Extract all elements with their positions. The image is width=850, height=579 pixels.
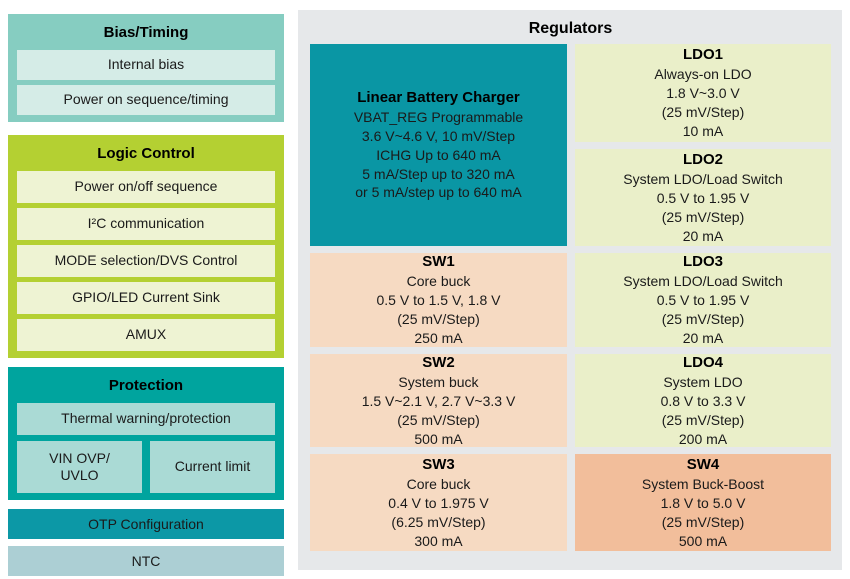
block-title: LDO1 xyxy=(682,46,723,64)
block-line: 1.8 V~3.0 V xyxy=(666,85,740,102)
i2c-communication-item: I²C communication xyxy=(17,208,275,240)
block-line: System LDO/Load Switch xyxy=(623,170,783,187)
sw4-block: SW4 System Buck-Boost 1.8 V to 5.0 V (25… xyxy=(575,454,831,551)
logic-control-title: Logic Control xyxy=(97,144,195,162)
block-line: System LDO/Load Switch xyxy=(623,273,783,290)
gpio-led-current-sink-item: GPIO/LED Current Sink xyxy=(17,282,275,314)
block-title: SW1 xyxy=(422,253,455,271)
internal-bias-item: Internal bias xyxy=(17,50,275,80)
thermal-warning-item: Thermal warning/protection xyxy=(17,403,275,435)
sw2-block: SW2 System buck 1.5 V~2.1 V, 2.7 V~3.3 V… xyxy=(310,354,567,447)
block-line: (25 mV/Step) xyxy=(661,104,745,121)
ldo4-block: LDO4 System LDO 0.8 V to 3.3 V (25 mV/St… xyxy=(575,354,831,447)
sw1-block: SW1 Core buck 0.5 V to 1.5 V, 1.8 V (25 … xyxy=(310,253,567,347)
ldo2-block: LDO2 System LDO/Load Switch 0.5 V to 1.9… xyxy=(575,149,831,246)
power-on-off-sequence-item: Power on/off sequence xyxy=(17,171,275,203)
block-line: 0.5 V to 1.95 V xyxy=(656,292,750,309)
block-line: (25 mV/Step) xyxy=(661,513,745,530)
block-line: Core buck xyxy=(406,475,471,492)
block-line: 200 mA xyxy=(678,430,728,447)
block-line: 250 mA xyxy=(414,330,463,347)
block-line: 3.6 V~4.6 V, 10 mV/Step xyxy=(361,127,516,144)
block-line: 10 mA xyxy=(682,123,724,140)
bias-timing-group: Bias/Timing Internal bias Power on seque… xyxy=(8,14,284,122)
block-line: 5 mA/Step up to 320 mA xyxy=(362,165,515,182)
block-title: LDO2 xyxy=(682,150,723,168)
current-limit-item: Current limit xyxy=(150,441,275,493)
block-line: Always-on LDO xyxy=(654,66,752,83)
block-title: LDO4 xyxy=(682,353,723,371)
ldo3-block: LDO3 System LDO/Load Switch 0.5 V to 1.9… xyxy=(575,253,831,347)
block-line: (25 mV/Step) xyxy=(397,311,480,328)
block-line: VBAT_REG Programmable xyxy=(353,108,524,125)
regulators-panel: Regulators Linear Battery Charger VBAT_R… xyxy=(298,10,842,570)
block-line: 0.4 V to 1.975 V xyxy=(388,494,489,511)
block-title: SW4 xyxy=(686,455,720,473)
block-line: or 5 mA/step up to 640 mA xyxy=(355,184,522,201)
block-line: 20 mA xyxy=(682,227,724,244)
block-line: System LDO xyxy=(663,373,743,390)
block-line: (25 mV/Step) xyxy=(661,311,745,328)
block-line: (25 mV/Step) xyxy=(661,208,745,225)
block-line: System buck xyxy=(398,373,479,390)
block-line: 0.5 V to 1.95 V xyxy=(656,189,750,206)
amux-item: AMUX xyxy=(17,319,275,351)
block-line: 300 mA xyxy=(414,532,463,549)
features-column: Bias/Timing Internal bias Power on seque… xyxy=(8,14,284,579)
ntc-bar: NTC xyxy=(8,546,284,576)
block-title: SW2 xyxy=(422,353,455,371)
block-line: ICHG Up to 640 mA xyxy=(376,146,501,163)
sw3-block: SW3 Core buck 0.4 V to 1.975 V (6.25 mV/… xyxy=(310,454,567,551)
regulators-grid: Linear Battery Charger VBAT_REG Programm… xyxy=(310,44,831,551)
vin-ovp-uvlo-item: VIN OVP/ UVLO xyxy=(17,441,142,493)
protection-split-row: VIN OVP/ UVLO Current limit xyxy=(17,441,275,493)
linear-battery-charger-block: Linear Battery Charger VBAT_REG Programm… xyxy=(310,44,567,246)
block-line: 0.8 V to 3.3 V xyxy=(660,392,746,409)
bias-timing-title: Bias/Timing xyxy=(103,23,189,41)
block-line: (25 mV/Step) xyxy=(661,411,745,428)
block-line: 20 mA xyxy=(682,330,724,347)
protection-title: Protection xyxy=(108,376,184,394)
ldo1-block: LDO1 Always-on LDO 1.8 V~3.0 V (25 mV/St… xyxy=(575,44,831,142)
block-line: (6.25 mV/Step) xyxy=(391,513,486,530)
block-line: 0.5 V to 1.5 V, 1.8 V xyxy=(376,292,501,309)
block-line: System Buck-Boost xyxy=(641,475,765,492)
block-line: 1.8 V to 5.0 V xyxy=(660,494,746,511)
block-title: Linear Battery Charger xyxy=(357,88,520,106)
block-line: 500 mA xyxy=(414,430,463,447)
block-line: 500 mA xyxy=(678,532,728,549)
block-line: Core buck xyxy=(406,273,471,290)
protection-group: Protection Thermal warning/protection VI… xyxy=(8,367,284,500)
block-line: (25 mV/Step) xyxy=(397,411,480,428)
otp-configuration-bar: OTP Configuration xyxy=(8,509,284,539)
regulators-title: Regulators xyxy=(528,20,613,37)
block-line: 1.5 V~2.1 V, 2.7 V~3.3 V xyxy=(361,392,516,409)
block-title: SW3 xyxy=(422,455,455,473)
block-title: LDO3 xyxy=(682,253,723,271)
mode-selection-dvs-item: MODE selection/DVS Control xyxy=(17,245,275,277)
logic-control-group: Logic Control Power on/off sequence I²C … xyxy=(8,135,284,358)
power-on-sequence-timing-item: Power on sequence/timing xyxy=(17,85,275,115)
